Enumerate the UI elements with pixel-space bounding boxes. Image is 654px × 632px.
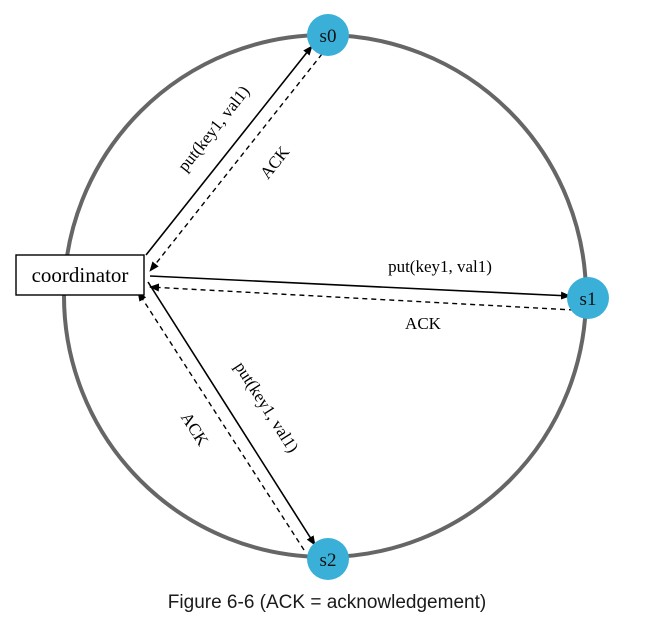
ack-label-s2: ACK	[177, 409, 213, 450]
coordinator-label: coordinator	[32, 263, 129, 287]
ack-arrow-s2	[137, 291, 305, 551]
server-node-s2: s2	[307, 538, 349, 580]
server-label-s1: s1	[580, 289, 597, 310]
put-arrow-s0	[145, 45, 313, 256]
put-arrow-s1	[149, 275, 571, 300]
put-label-s1: put(key1, val1)	[388, 257, 492, 276]
hash-ring	[62, 33, 588, 559]
ack-arrow-s0	[149, 53, 323, 272]
ack-label-s0: ACK	[256, 142, 294, 182]
server-node-s1: s1	[567, 277, 609, 319]
server-node-s0: s0	[307, 14, 349, 56]
ack-arrow-s1	[149, 283, 575, 311]
figure-caption: Figure 6-6 (ACK = acknowledgement)	[167, 592, 487, 613]
put-arrow-s2	[147, 281, 316, 546]
put-label-s2: put(key1, val1)	[231, 358, 303, 456]
put-label-s0: put(key1, val1)	[174, 82, 254, 175]
coordinator-node: coordinator	[15, 254, 145, 296]
server-label-s0: s0	[320, 26, 337, 47]
ack-label-s1: ACK	[405, 314, 442, 333]
server-label-s2: s2	[320, 550, 337, 571]
